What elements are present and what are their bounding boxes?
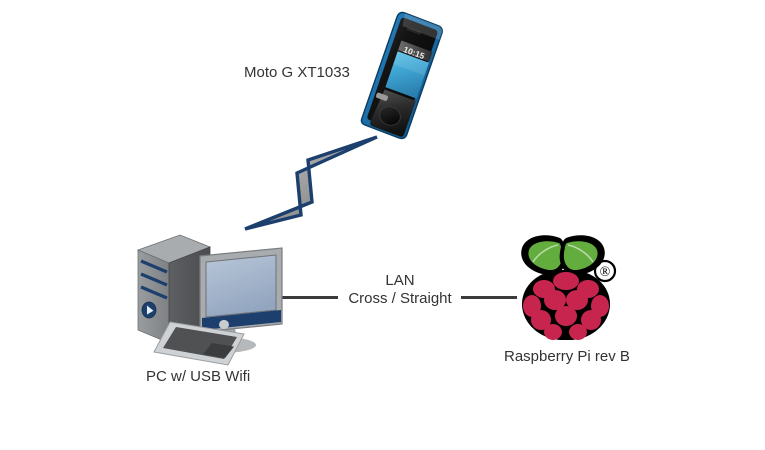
lan-wire-right-segment xyxy=(461,296,517,299)
rpi-leaves xyxy=(521,235,605,276)
node-phone[interactable]: 10:15 xyxy=(355,8,445,148)
phone-screen-glare xyxy=(393,51,429,76)
tower-power-glyph xyxy=(147,305,154,315)
desktop-computer-icon xyxy=(136,234,283,366)
phone-edge-highlight xyxy=(402,13,443,40)
tower-stripe-2 xyxy=(140,272,168,287)
phone-home-button xyxy=(379,106,401,126)
lan-wire-left-segment xyxy=(281,296,338,299)
tower-stripe-1 xyxy=(140,259,168,274)
raspberry-pi-logo-icon: ® xyxy=(521,235,617,340)
label-lan-link: LAN Cross / Straight xyxy=(340,272,460,308)
label-pc: PC w/ USB Wifi xyxy=(146,368,251,385)
rpi-berry xyxy=(522,270,610,340)
node-raspberry-pi[interactable]: ® xyxy=(508,228,642,350)
label-lan-line1: LAN xyxy=(385,272,415,289)
phone-menu-key xyxy=(375,92,388,101)
link-wifi[interactable] xyxy=(240,130,382,240)
monitor-screen xyxy=(205,254,277,318)
registered-trademark-glyph: ® xyxy=(600,265,611,280)
label-raspberry-pi: Raspberry Pi rev B xyxy=(504,348,630,365)
registered-trademark-icon: ® xyxy=(593,259,617,283)
label-phone: Moto G XT1033 xyxy=(244,64,350,81)
phone-status-bar xyxy=(398,40,433,62)
label-lan-line2: Cross / Straight xyxy=(348,290,452,307)
monitor-power-led xyxy=(219,319,229,330)
lightning-bolt-icon xyxy=(244,135,378,231)
tower-stripe-3 xyxy=(140,285,168,300)
bolt-shape xyxy=(244,135,378,231)
node-pc[interactable] xyxy=(124,228,288,370)
phone-screen xyxy=(385,51,429,99)
phone-earpiece xyxy=(406,27,421,35)
keyboard-numpad xyxy=(203,343,234,358)
smartphone-icon: 10:15 xyxy=(360,11,443,140)
